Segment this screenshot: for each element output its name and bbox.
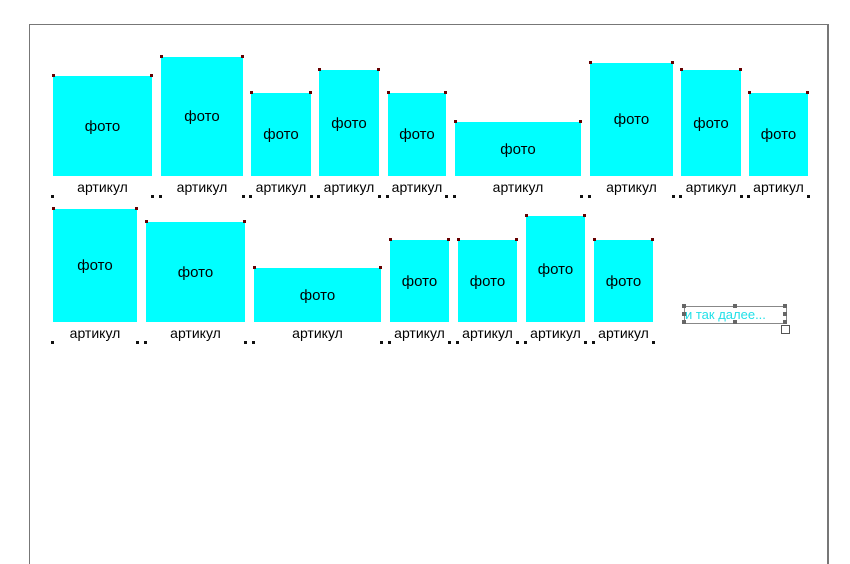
photo-label: фото bbox=[263, 126, 299, 143]
catalog-item[interactable]: фото артикул bbox=[524, 214, 587, 344]
photo-label: фото bbox=[401, 272, 438, 290]
photo-placeholder[interactable]: фото bbox=[593, 238, 654, 322]
catalog-item[interactable]: фото артикул bbox=[51, 207, 139, 344]
photo-label: фото bbox=[500, 140, 536, 158]
catalog-item[interactable]: фото артикул bbox=[453, 120, 583, 198]
resize-handle[interactable] bbox=[781, 325, 790, 334]
catalog-item[interactable]: фото артикул bbox=[386, 91, 448, 198]
textbox-anchor-points bbox=[679, 195, 743, 198]
photo-placeholder[interactable]: фото bbox=[387, 91, 447, 176]
textbox-anchor-points bbox=[386, 195, 448, 198]
textbox-anchor-points bbox=[747, 195, 810, 198]
catalog-item[interactable]: фото артикул bbox=[747, 91, 810, 198]
photo-placeholder[interactable]: фото bbox=[145, 220, 246, 322]
catalog-item[interactable]: фото артикул bbox=[679, 68, 743, 198]
catalog-item[interactable]: фото артикул bbox=[456, 238, 519, 344]
photo-placeholder[interactable]: фото bbox=[52, 207, 138, 322]
catalog-item[interactable]: фото артикул bbox=[51, 74, 154, 198]
selection-handle[interactable] bbox=[682, 320, 686, 324]
textbox-anchor-points bbox=[51, 341, 139, 344]
page-canvas bbox=[29, 24, 829, 564]
textbox-anchor-points bbox=[159, 195, 245, 198]
textbox-anchor-points bbox=[252, 341, 383, 344]
photo-label: фото bbox=[177, 263, 214, 281]
sku-label[interactable]: артикул bbox=[391, 179, 443, 195]
photo-placeholder[interactable]: фото bbox=[457, 238, 518, 322]
catalog-item[interactable]: фото артикул bbox=[317, 68, 381, 198]
photo-placeholder[interactable]: фото bbox=[680, 68, 742, 176]
photo-placeholder[interactable]: фото bbox=[589, 61, 674, 176]
textbox-anchor-points bbox=[317, 195, 381, 198]
catalog-item[interactable]: фото артикул bbox=[249, 91, 313, 198]
textbox-anchor-points bbox=[388, 341, 451, 344]
photo-label: фото bbox=[299, 286, 336, 304]
selection-handle[interactable] bbox=[783, 312, 787, 316]
photo-label: фото bbox=[613, 111, 650, 128]
selection-handle[interactable] bbox=[682, 312, 686, 316]
sku-label[interactable]: артикул bbox=[394, 325, 445, 341]
textbox-anchor-points bbox=[524, 341, 587, 344]
sku-label[interactable]: артикул bbox=[292, 325, 343, 341]
catalog-item[interactable]: фото артикул bbox=[592, 238, 655, 344]
photo-label: фото bbox=[760, 126, 797, 143]
photo-label: фото bbox=[331, 114, 367, 132]
photo-label: фото bbox=[537, 260, 574, 278]
photo-label: фото bbox=[77, 257, 113, 274]
catalog-item[interactable]: фото артикул bbox=[388, 238, 451, 344]
photo-placeholder[interactable]: фото bbox=[250, 91, 312, 176]
photo-label: фото bbox=[605, 272, 642, 290]
photo-label: фото bbox=[693, 114, 729, 132]
sku-label[interactable]: артикул bbox=[462, 325, 513, 341]
photo-label: фото bbox=[399, 126, 435, 143]
photo-placeholder[interactable]: фото bbox=[525, 214, 586, 322]
photo-label: фото bbox=[469, 272, 506, 290]
photo-placeholder[interactable]: фото bbox=[318, 68, 380, 176]
photo-placeholder[interactable]: фото bbox=[253, 266, 382, 322]
selection-handle[interactable] bbox=[783, 320, 787, 324]
and-so-on-text: и так далее... bbox=[685, 307, 766, 322]
textbox-anchor-points bbox=[453, 195, 583, 198]
sku-label[interactable]: артикул bbox=[685, 179, 737, 195]
sku-label[interactable]: артикул bbox=[255, 179, 307, 195]
sku-label[interactable]: артикул bbox=[170, 325, 221, 341]
catalog-item[interactable]: фото артикул bbox=[144, 220, 247, 344]
sku-label[interactable]: артикул bbox=[176, 179, 228, 195]
selection-handle[interactable] bbox=[682, 304, 686, 308]
catalog-item[interactable]: фото артикул bbox=[159, 55, 245, 198]
textbox-anchor-points bbox=[249, 195, 313, 198]
photo-label: фото bbox=[84, 117, 121, 135]
textbox-anchor-points bbox=[588, 195, 675, 198]
photo-placeholder[interactable]: фото bbox=[454, 120, 582, 176]
sku-label[interactable]: артикул bbox=[606, 179, 657, 195]
selection-handle[interactable] bbox=[733, 320, 737, 324]
sku-label[interactable]: артикул bbox=[492, 179, 544, 195]
sku-label[interactable]: артикул bbox=[753, 179, 804, 195]
textbox-anchor-points bbox=[456, 341, 519, 344]
catalog-item[interactable]: фото артикул bbox=[252, 266, 383, 344]
sku-label[interactable]: артикул bbox=[323, 179, 375, 195]
textbox-anchor-points bbox=[592, 341, 655, 344]
photo-placeholder[interactable]: фото bbox=[52, 74, 153, 176]
textbox-anchor-points bbox=[144, 341, 247, 344]
sku-label[interactable]: артикул bbox=[598, 325, 649, 341]
textbox-anchor-points bbox=[51, 195, 154, 198]
sku-label[interactable]: артикул bbox=[77, 179, 128, 195]
photo-placeholder[interactable]: фото bbox=[160, 55, 244, 176]
photo-placeholder[interactable]: фото bbox=[389, 238, 450, 322]
selection-handle[interactable] bbox=[733, 304, 737, 308]
photo-label: фото bbox=[184, 108, 220, 125]
catalog-item[interactable]: фото артикул bbox=[588, 61, 675, 198]
sku-label[interactable]: артикул bbox=[69, 325, 121, 341]
photo-placeholder[interactable]: фото bbox=[748, 91, 809, 176]
selection-handle[interactable] bbox=[783, 304, 787, 308]
sku-label[interactable]: артикул bbox=[530, 325, 581, 341]
